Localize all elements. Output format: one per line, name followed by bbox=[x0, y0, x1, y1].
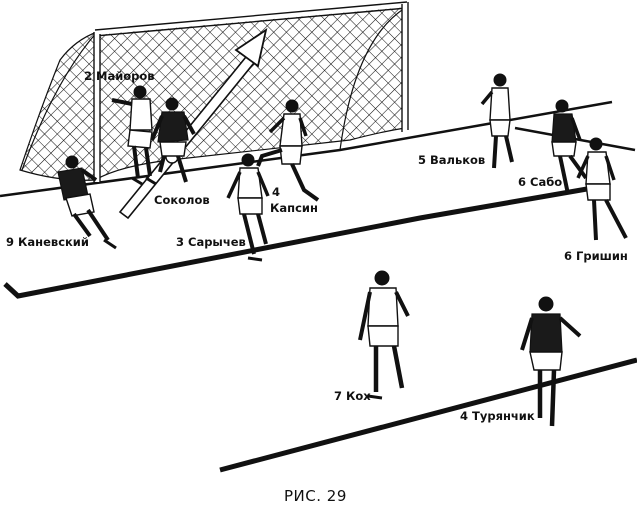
label-sokolov: Соколов bbox=[154, 193, 210, 207]
label-koh: 7 Кох bbox=[334, 389, 371, 403]
label-valkov: 5 Вальков bbox=[418, 153, 485, 167]
player-koh bbox=[358, 270, 410, 400]
penalty-area-line bbox=[219, 357, 637, 473]
goal-net-fold bbox=[21, 31, 98, 171]
goal-net-fold-right bbox=[339, 7, 406, 151]
shot-arrow bbox=[118, 28, 268, 220]
goal-net bbox=[19, 3, 406, 181]
player-kapsin bbox=[256, 99, 320, 202]
player-kanevsky bbox=[57, 155, 117, 250]
label-grishin: 6 Гришин bbox=[564, 249, 628, 263]
player-sokolov bbox=[150, 97, 196, 183]
label-sabo: 6 Сабо bbox=[518, 175, 562, 189]
goal-crossbar bbox=[94, 1, 408, 35]
label-kanevsky: 9 Каневский bbox=[6, 235, 89, 249]
label-sarychev: 3 Сарычев bbox=[176, 235, 246, 249]
player-grishin bbox=[576, 137, 628, 241]
goal-area-line bbox=[3, 182, 611, 299]
label-mayorov: 2 Майоров bbox=[84, 69, 155, 83]
player-mayorov bbox=[111, 85, 157, 186]
label-kapsin-number: 4 bbox=[272, 185, 280, 199]
arrow-head bbox=[234, 28, 268, 68]
player-sabo bbox=[551, 99, 588, 195]
label-turyanchik: 4 Турянчик bbox=[460, 409, 535, 423]
player-turyanchik bbox=[520, 296, 582, 427]
player-labels: 2 Майоров Соколов 4 Капсин 5 Вальков 6 С… bbox=[6, 69, 628, 423]
player-sarychev bbox=[226, 153, 270, 262]
figure-caption: РИС. 29 bbox=[284, 487, 347, 505]
label-kapsin: Капсин bbox=[270, 201, 318, 215]
player-valkov bbox=[480, 73, 514, 169]
goal bbox=[19, 1, 409, 182]
